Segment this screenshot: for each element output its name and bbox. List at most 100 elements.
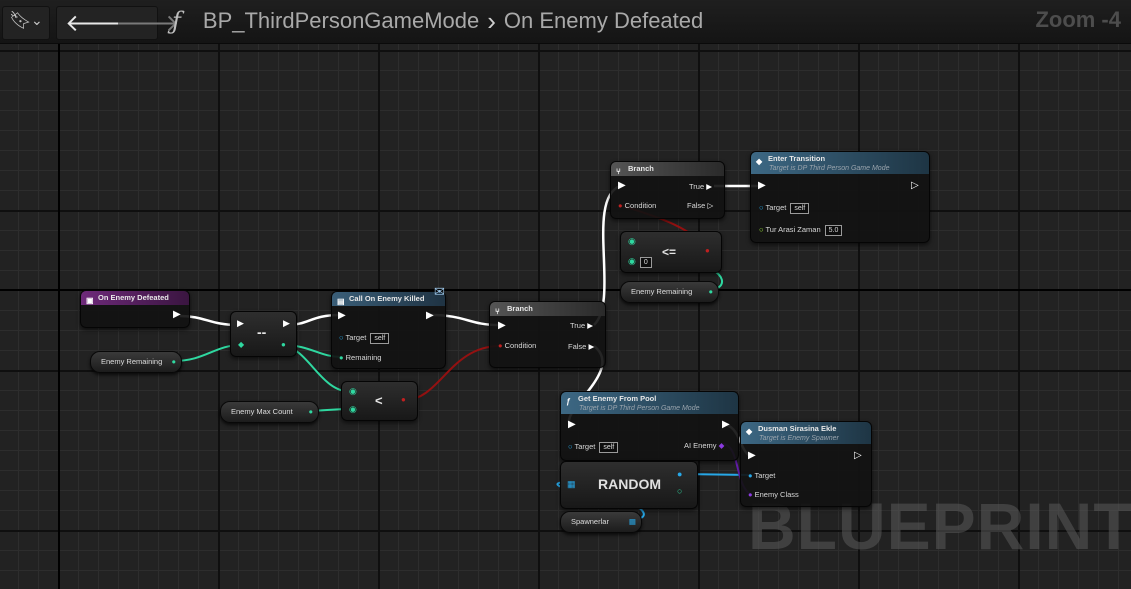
- variable-enemy-max-count[interactable]: Enemy Max Count ●: [220, 401, 319, 423]
- node-title: On Enemy Defeated: [98, 293, 169, 302]
- variable-spawnerlar[interactable]: Spawnerlar ▦: [560, 511, 642, 533]
- float-in-a-pin[interactable]: ◉: [628, 236, 636, 246]
- node-title: Branch: [507, 304, 533, 313]
- event-node-on-enemy-defeated[interactable]: ▣ On Enemy Defeated ▶: [80, 290, 190, 328]
- less-equal-node[interactable]: ◉ ◉0 <= ●: [620, 231, 722, 273]
- array-in-pin[interactable]: ▦: [567, 479, 576, 489]
- breadcrumb-function[interactable]: On Enemy Defeated: [503, 8, 704, 33]
- float-pin-icon: ○: [759, 225, 764, 234]
- get-enemy-from-pool-node[interactable]: ƒ Get Enemy From Pool Target is DP Third…: [560, 391, 739, 461]
- exec-out-pin[interactable]: ▷: [854, 450, 862, 461]
- graph-toolbar: 🔖︎ ⌄ 🡐 🡒 ƒ BP_ThirdPersonGameMode › On E…: [0, 0, 1131, 44]
- exec-in-pin[interactable]: ▶: [338, 310, 346, 321]
- navigation-buttons: 🡐 🡒: [56, 6, 179, 40]
- chevron-down-icon: ⌄: [31, 12, 43, 28]
- variable-enemy-remaining-1[interactable]: Enemy Remaining ●: [90, 351, 182, 373]
- pin-label: Target: [754, 471, 776, 480]
- exec-out-icon: ▶: [588, 342, 595, 351]
- dusman-sirasina-ekle-node[interactable]: ◆ Dusman Sirasina Ekle Target is Enemy S…: [740, 421, 872, 507]
- target-pin[interactable]: ● Target: [748, 471, 775, 480]
- node-title: Get Enemy From Pool: [578, 394, 657, 403]
- enemy-class-pin[interactable]: ● Enemy Class: [748, 490, 799, 499]
- function-icon: ƒ: [566, 397, 571, 406]
- breadcrumb-blueprint[interactable]: BP_ThirdPersonGameMode: [202, 8, 480, 33]
- float-in-b-pin[interactable]: ◉: [349, 404, 357, 414]
- true-pin[interactable]: True ▶: [570, 321, 593, 330]
- less-equal-symbol: <=: [662, 245, 677, 259]
- condition-pin[interactable]: ● Condition: [618, 201, 656, 210]
- float-pin-icon[interactable]: ●: [308, 407, 313, 416]
- target-value: self: [599, 442, 619, 453]
- object-pin-icon: ●: [748, 471, 753, 480]
- exec-in-pin[interactable]: ▶: [748, 450, 756, 461]
- float-in-pin[interactable]: ◆: [238, 340, 245, 349]
- branch-node-1[interactable]: ⑂ Branch ▶ True ▶ ● Condition False ▶: [489, 301, 606, 368]
- float-pin-icon[interactable]: ●: [708, 287, 713, 296]
- breadcrumb-separator: ›: [487, 5, 496, 36]
- exec-out-pin[interactable]: ▶: [722, 419, 730, 430]
- node-header: ▤ Call On Enemy Killed: [332, 292, 445, 306]
- param-value[interactable]: 5.0: [824, 225, 843, 236]
- pin-label: True: [689, 182, 705, 191]
- false-pin[interactable]: False ▷: [687, 201, 713, 210]
- node-subtitle: Target is DP Third Person Game Mode: [579, 405, 700, 412]
- condition-pin[interactable]: ● Condition: [498, 341, 536, 350]
- function-icon: ◆: [756, 157, 763, 166]
- float-in-b-pin[interactable]: ◉0: [628, 256, 652, 268]
- bool-pin-icon: ●: [498, 341, 503, 350]
- less-than-node[interactable]: ◉ ◉ < ●: [341, 381, 418, 421]
- exec-out-pin[interactable]: ▶: [173, 309, 181, 320]
- bool-pin-icon: ●: [618, 201, 623, 210]
- node-header: ⑂ Branch: [611, 162, 724, 176]
- variable-enemy-remaining-2[interactable]: Enemy Remaining ●: [620, 281, 719, 303]
- bool-out-pin[interactable]: ●: [705, 246, 710, 255]
- exec-out-pin[interactable]: ▷: [911, 180, 919, 191]
- array-pin-icon[interactable]: ▦: [628, 517, 636, 526]
- branch-node-2[interactable]: ⑂ Branch ▶ True ▶ ● Condition False ▷: [610, 161, 725, 219]
- arrow-left-icon[interactable]: 🡐: [65, 10, 130, 37]
- true-pin[interactable]: True ▶: [689, 182, 712, 191]
- object-out-pin[interactable]: ●: [677, 469, 683, 479]
- node-title: Branch: [628, 164, 654, 173]
- float-pin-icon[interactable]: ●: [171, 357, 176, 366]
- int-out-pin[interactable]: ○: [677, 486, 683, 496]
- b-value: 0: [639, 257, 652, 268]
- pin-label: True: [570, 321, 586, 330]
- exec-in-pin[interactable]: ▶: [618, 180, 626, 191]
- event-icon: ▣: [86, 296, 94, 305]
- float-in-a-pin[interactable]: ◉: [349, 386, 357, 396]
- false-pin[interactable]: False ▶: [568, 342, 594, 351]
- exec-out-pin[interactable]: ▶: [426, 310, 434, 321]
- decrement-node[interactable]: ▶ ▶ -- ◆ ●: [230, 311, 297, 357]
- exec-in-pin[interactable]: ▶: [237, 318, 244, 328]
- bookmark-menu[interactable]: 🔖︎ ⌄: [2, 6, 50, 40]
- pin-label: Target: [574, 442, 596, 451]
- random-node[interactable]: ▦ RANDOM ● ○: [560, 461, 698, 509]
- pin-label: Remaining: [345, 353, 382, 362]
- pin-label: Target: [345, 333, 367, 342]
- exec-in-pin[interactable]: ▶: [498, 320, 506, 331]
- enter-transition-node[interactable]: ◆ Enter Transition Target is DP Third Pe…: [750, 151, 930, 243]
- exec-out-pin[interactable]: ▶: [283, 318, 290, 328]
- exec-in-pin[interactable]: ▶: [568, 419, 576, 430]
- float-out-pin[interactable]: ●: [281, 340, 286, 349]
- target-value: self: [790, 203, 810, 214]
- node-subtitle: Target is DP Third Person Game Mode: [769, 165, 890, 172]
- ai-enemy-pin[interactable]: AI Enemy ◆: [684, 441, 724, 450]
- function-icon: ▤: [337, 297, 345, 306]
- remaining-pin[interactable]: ● Remaining: [339, 353, 381, 362]
- breadcrumb: ƒ BP_ThirdPersonGameMode › On Enemy Defe…: [172, 5, 704, 36]
- exec-out-icon: ▶: [587, 321, 594, 330]
- variable-label: Spawnerlar: [571, 517, 609, 526]
- arrow-right-icon[interactable]: 🡒: [115, 10, 180, 37]
- exec-out-icon: ▶: [706, 182, 713, 191]
- pin-label: Tur Arasi Zaman: [765, 225, 821, 234]
- bool-out-pin[interactable]: ●: [401, 395, 406, 404]
- exec-in-pin[interactable]: ▶: [758, 180, 766, 191]
